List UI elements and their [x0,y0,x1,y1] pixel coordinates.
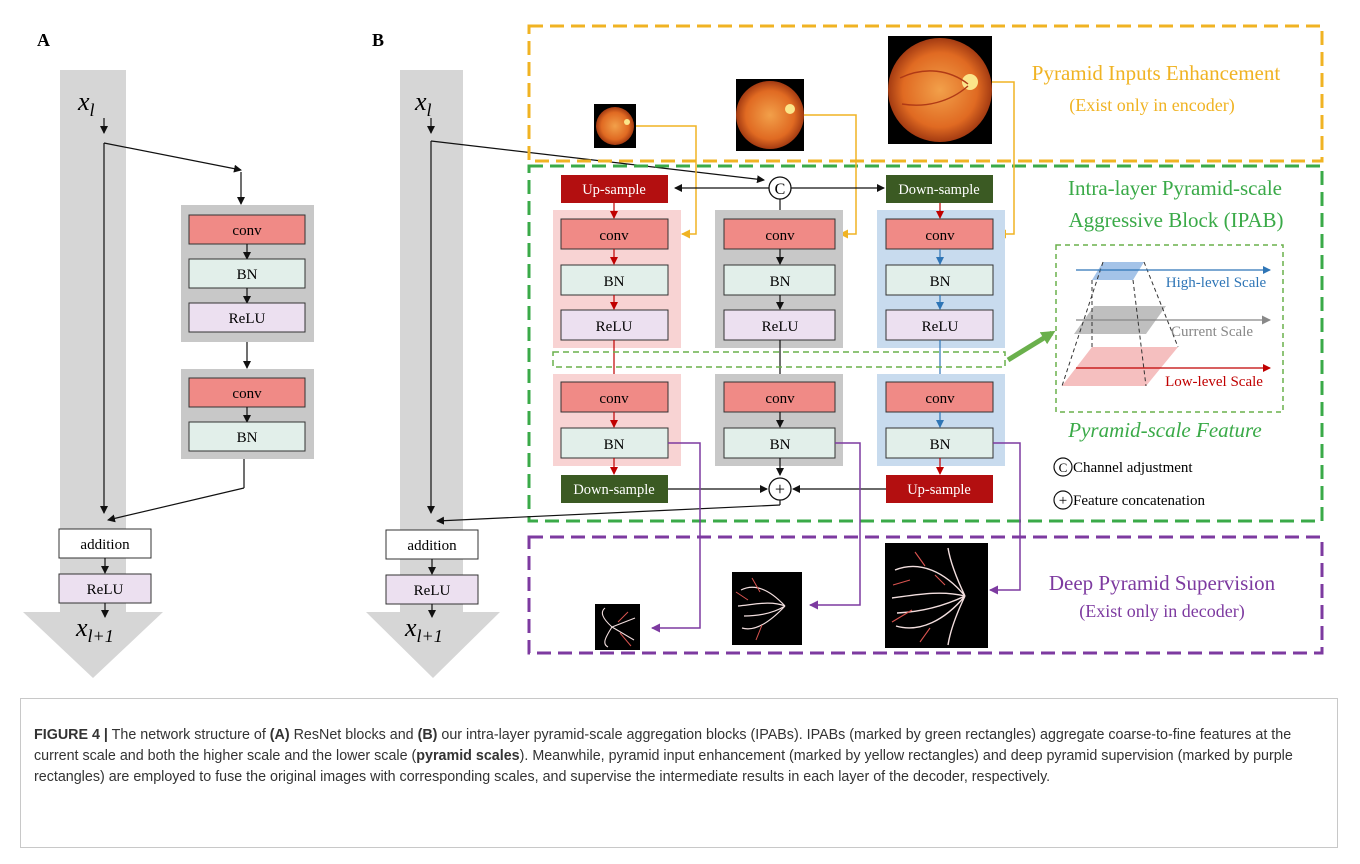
current-scale-stack-bottom: conv BN [723,381,836,476]
bn-label: BN [237,267,258,283]
resnet-block: xl xl+1 conv BN ReLU conv BN addition Re… [23,70,314,678]
panel-label-a: A [37,30,50,50]
input-x: xl [414,87,432,120]
ipab-title-line1: Intra-layer Pyramid-scale [1068,176,1282,200]
svg-text:conv: conv [925,228,955,244]
conv-box [188,377,306,408]
addition-box [58,528,152,559]
svg-text:conv: conv [599,391,629,407]
skip-pathway-arrow [23,70,163,678]
bn-label: BN [237,430,258,446]
svg-text:BN: BN [604,437,625,453]
output-x: xl+1 [404,613,443,646]
svg-text:Down-sample: Down-sample [898,182,979,198]
pyramid-scale-diagram [1061,261,1271,387]
ipab-title-line2: Aggressive Block (IPAB) [1068,208,1283,232]
high-scale-stack-bottom: conv BN [885,381,994,475]
svg-text:+: + [1059,493,1067,509]
pyramid-inputs-region [527,24,1324,163]
relu-box [58,573,152,604]
high-scale-stack-top: conv BN ReLU [885,203,994,341]
pyramid-inputs-title: Pyramid Inputs Enhancement [1032,61,1281,85]
low-scale-stack-top: conv BN ReLU [560,203,669,341]
supervision-note: (Exist only in decoder) [1079,601,1244,622]
panel-label-b: B [372,30,384,50]
input-x: xl [77,87,95,120]
bn-box [188,258,306,289]
current-scale-stack-top: conv BN ReLU [723,218,836,341]
bn-box [188,421,306,452]
svg-text:BN: BN [770,437,791,453]
svg-text:conv: conv [599,228,629,244]
up-sample-box [886,475,993,503]
svg-text:BN: BN [930,274,951,290]
supervision-region [527,535,1324,655]
conv-label: conv [232,386,262,402]
vessel-map-large [885,543,988,648]
svg-text:conv: conv [925,391,955,407]
relu-box [385,574,479,605]
figure-caption: FIGURE 4 | The network structure of (A) … [20,698,1338,848]
legend-concat-symbol [1053,457,1073,477]
down-sample-box [561,475,668,503]
svg-text:Up-sample: Up-sample [907,482,971,498]
svg-text:conv: conv [765,391,795,407]
addition-box [385,529,479,560]
svg-text:ReLU: ReLU [414,583,451,599]
low-level-scale-label: Low-level Scale [1165,374,1263,390]
up-sample-box [561,175,668,203]
legend-feature-concatenation: Feature concatenation [1073,493,1206,509]
relu-label: ReLU [229,311,266,327]
fundus-image-medium [736,79,804,151]
vessel-map-small [595,604,640,650]
addition-label: addition [80,537,130,553]
svg-text:BN: BN [604,274,625,290]
svg-text:ReLU: ReLU [596,319,633,335]
ipab-block: xl xl+1 Pyramid Inputs Enhancement (Exis… [366,24,1324,678]
conv-label: conv [232,223,262,239]
fundus-image-large [888,36,992,144]
supervision-title: Deep Pyramid Supervision [1049,571,1276,595]
output-x: xl+1 [75,613,114,646]
pyramid-inputs-note: (Exist only in encoder) [1069,95,1234,116]
svg-text:C: C [775,181,786,198]
vessel-map-medium [732,572,802,645]
legend-channel-adjustment: Channel adjustment [1073,460,1193,476]
down-sample-box [886,175,993,203]
legend-add-symbol [1053,490,1073,510]
svg-text:BN: BN [930,437,951,453]
svg-text:ReLU: ReLU [762,319,799,335]
pyramid-scale-inset [1055,244,1284,413]
svg-text:+: + [775,479,785,499]
ipab-region [527,164,1324,523]
skip-pathway-arrow [366,70,500,678]
relu-box [188,302,306,333]
svg-text:conv: conv [765,228,795,244]
relu-label: ReLU [87,582,124,598]
low-scale-stack-bottom: conv BN [560,381,669,475]
conv-box [188,214,306,245]
svg-text:BN: BN [770,274,791,290]
current-scale-label: Current Scale [1171,324,1253,340]
pyramid-feature-strip [552,351,1006,368]
svg-text:addition: addition [407,538,457,554]
fundus-image-small [594,104,636,148]
svg-text:Down-sample: Down-sample [573,482,654,498]
svg-text:ReLU: ReLU [922,319,959,335]
high-level-scale-label: High-level Scale [1166,275,1267,291]
caption-label: FIGURE 4 | [34,727,108,743]
svg-text:Up-sample: Up-sample [582,182,646,198]
pyramid-scale-feature-title: Pyramid-scale Feature [1067,418,1261,442]
svg-text:C: C [1059,460,1068,475]
zoom-arrow [1006,330,1056,363]
figure-diagram: A xl xl+1 conv BN ReLU conv BN addition … [23,24,1324,678]
